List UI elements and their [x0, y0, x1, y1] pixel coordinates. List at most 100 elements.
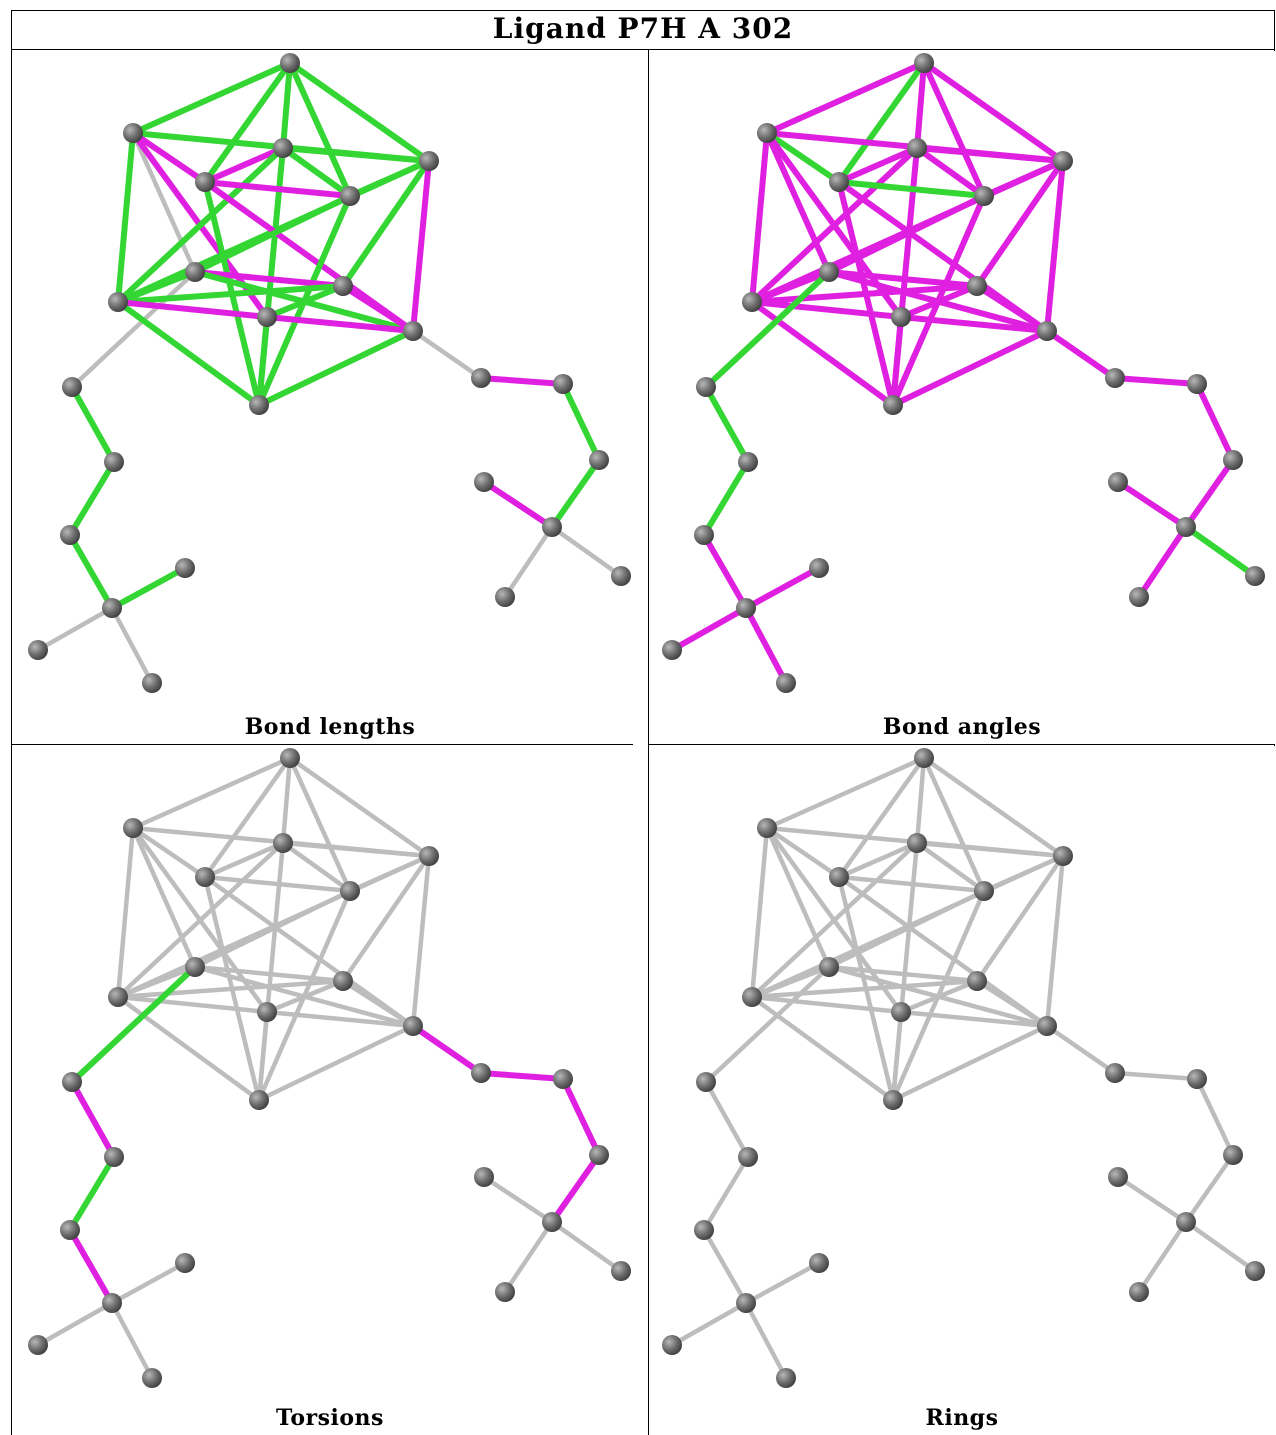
bond-cl-cr [826, 269, 980, 289]
panel-bond-angles: Bond angles [649, 51, 1275, 744]
bond-c1-c2 [478, 1070, 566, 1082]
atom-m3 [142, 1368, 162, 1388]
bond-a2-a3 [67, 1154, 117, 1233]
page-title: Ligand P7H A 302 [492, 12, 794, 45]
atom-a3 [60, 1220, 80, 1240]
atom-ir [340, 881, 360, 901]
bond-a3-q [67, 1227, 115, 1306]
atom-t [914, 53, 934, 73]
panel-torsions: Torsions [12, 746, 648, 1435]
atom-ur [1053, 151, 1073, 171]
bond-ul-il [764, 130, 842, 185]
bond-ul-l [115, 130, 136, 305]
bond-q2-n2 [1183, 1219, 1258, 1274]
bond-r-c1 [410, 328, 484, 381]
bond-ul-il [764, 825, 842, 880]
bond-ctop-ir [914, 840, 987, 894]
bond-t-ul [130, 60, 293, 136]
atom-il [195, 172, 215, 192]
bond-t-ctop [914, 755, 927, 846]
bond-ir-cl [826, 888, 987, 970]
atom-q [736, 598, 756, 618]
panel-rings: Rings [649, 746, 1275, 1435]
bond-c3-q2 [1183, 457, 1236, 530]
bond-q2-n2 [1183, 524, 1258, 579]
atom-q [102, 598, 122, 618]
atom-l [108, 292, 128, 312]
atom-ir [974, 881, 994, 901]
atom-il [829, 867, 849, 887]
atom-r [1037, 321, 1057, 341]
atom-c2 [553, 374, 573, 394]
bond-ur-r [410, 158, 432, 334]
bond-cl-cr [192, 964, 346, 984]
bond-cr-l [749, 978, 980, 1000]
atom-t [280, 53, 300, 73]
bond-cl-cr [192, 269, 346, 289]
atom-n3 [1129, 587, 1149, 607]
bond-q2-n1 [481, 1174, 555, 1225]
bond-t-il [836, 60, 927, 185]
atom-m1 [175, 558, 195, 578]
atom-t [280, 748, 300, 768]
bond-ctop-ir [280, 145, 353, 199]
bond-ul-cl [130, 825, 198, 970]
bond-ur-cr [974, 158, 1066, 289]
bond-cl-l [749, 964, 832, 1000]
bond-a3-q [701, 1227, 749, 1306]
bond-c2-c3 [560, 1076, 602, 1158]
bond-cm-r [898, 314, 1050, 334]
atom-ur [419, 151, 439, 171]
bond-ur-r [410, 853, 432, 1029]
title-bar: Ligand P7H A 302 [11, 10, 1275, 50]
bond-q2-n3 [1136, 524, 1189, 600]
bond-q2-n3 [502, 1219, 555, 1295]
bond-ul-l [115, 825, 136, 1000]
bond-ur-r [1044, 853, 1066, 1029]
atom-n1 [1108, 1167, 1128, 1187]
bond-t-ctop [914, 60, 927, 151]
panel-divider-vertical [648, 50, 649, 1435]
atom-n1 [1108, 472, 1128, 492]
bond-cl-a1 [703, 269, 832, 390]
atom-c1 [1105, 368, 1125, 388]
bond-q-m3 [109, 1300, 155, 1381]
bond-t-ctop [280, 755, 293, 846]
atom-cm [891, 307, 911, 327]
atom-n1 [474, 1167, 494, 1187]
atom-ul [757, 123, 777, 143]
atom-cl [185, 262, 205, 282]
bond-ctop-ur [280, 840, 432, 859]
bond-a1-a2 [703, 384, 751, 465]
bond-ctop-l [115, 145, 286, 305]
bond-cr-r [340, 283, 416, 334]
atom-cl [819, 957, 839, 977]
atom-ctop [273, 138, 293, 158]
bond-l-cm [749, 994, 904, 1015]
atom-n2 [611, 566, 631, 586]
bond-ur-cr [974, 853, 1066, 984]
bond-t-ur [921, 60, 1066, 164]
atom-a3 [60, 525, 80, 545]
bond-ctop-l [749, 840, 920, 1000]
bond-t-ur [287, 60, 432, 164]
bond-q2-n2 [549, 524, 624, 579]
bond-l-b [115, 299, 262, 408]
atom-m2 [662, 1335, 682, 1355]
bond-q-m2 [35, 605, 115, 653]
bond-ctop-l [115, 840, 286, 1000]
atom-a2 [738, 452, 758, 472]
bond-cr-r [974, 978, 1050, 1029]
bond-cl-a1 [703, 964, 832, 1085]
bond-a2-a3 [701, 459, 751, 538]
bond-q-m2 [669, 605, 749, 653]
atom-q [736, 1293, 756, 1313]
bond-a2-a3 [67, 459, 117, 538]
bond-t-ul [764, 60, 927, 136]
bond-a1-a2 [703, 1079, 751, 1160]
bond-cl-l [115, 964, 198, 1000]
bond-q2-n2 [549, 1219, 624, 1274]
bond-il-ir [836, 874, 987, 894]
bond-ul-cl [764, 130, 832, 275]
bond-c3-q2 [1183, 1152, 1236, 1225]
